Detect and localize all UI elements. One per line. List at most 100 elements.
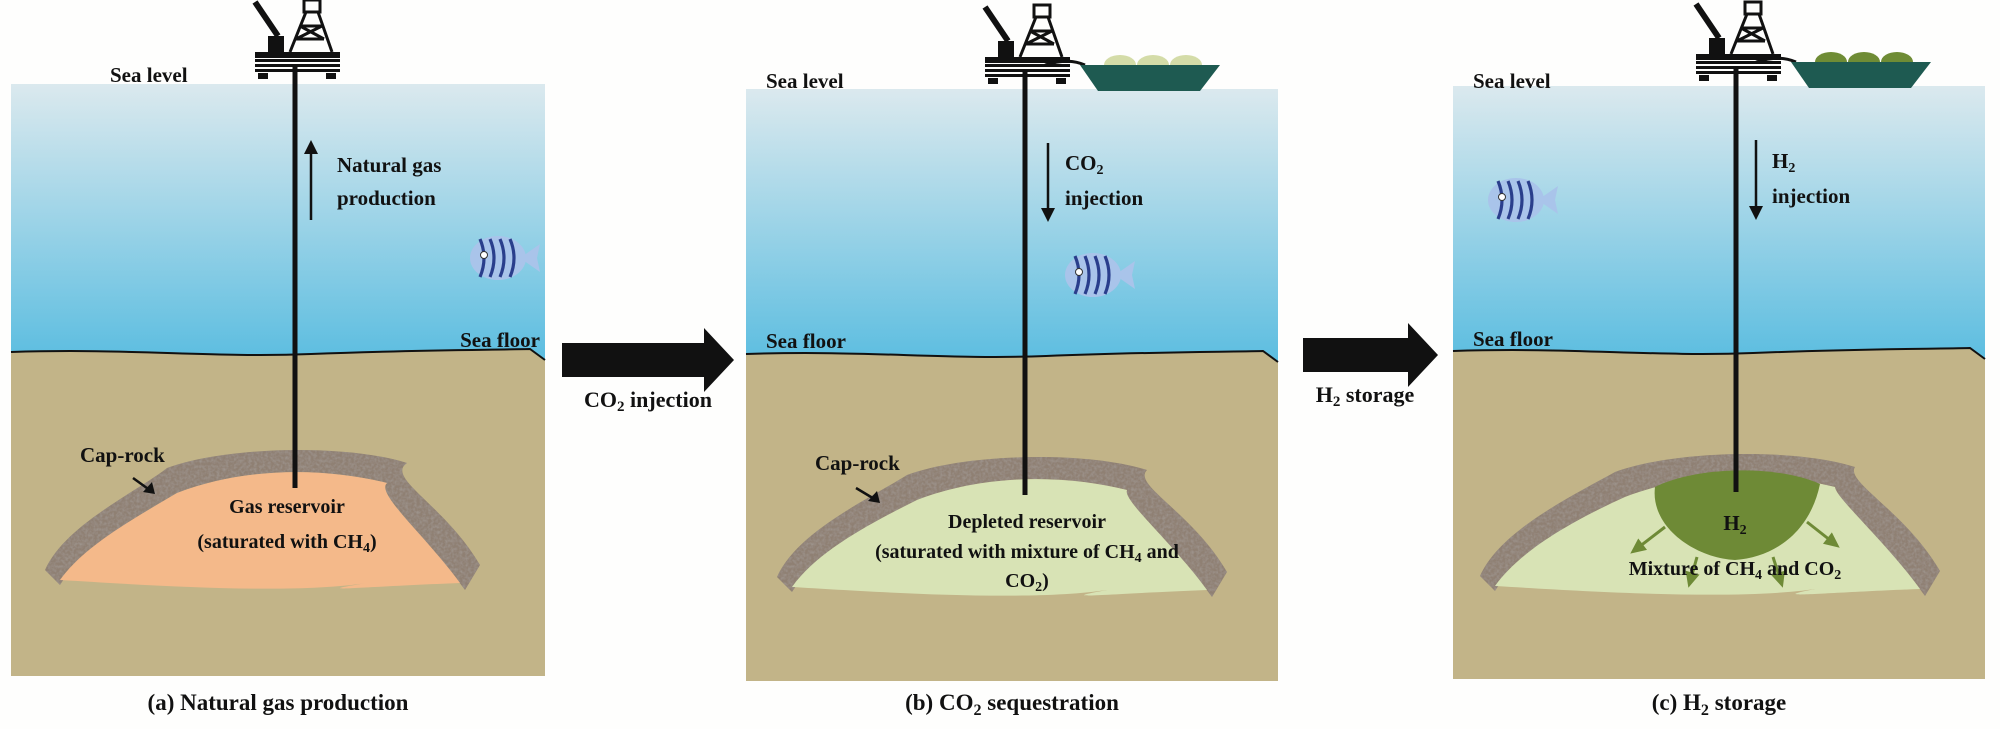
transition-arrow-icon [562, 328, 734, 392]
reservoir-label-line3: CO2) [1005, 570, 1049, 595]
crane-cab [998, 41, 1014, 57]
crane-boom [252, 0, 281, 38]
fish-stripe [1516, 180, 1524, 220]
platform-rail [255, 64, 340, 67]
caption-text-end: sequestration [981, 690, 1119, 715]
platform-leg [326, 73, 336, 79]
reservoir-label-line2: (saturated with mixture of CH4 and [875, 541, 1179, 566]
transition-label: CO2 injection [584, 387, 712, 415]
derrick [1729, 12, 1775, 55]
text-span: Cap-rock [815, 451, 900, 475]
derrick-top [1743, 0, 1763, 16]
crane-cab [268, 36, 284, 52]
text-span: Depleted reservoir [948, 511, 1106, 533]
cap-rock [1480, 454, 1940, 596]
reservoir-label-line1: Depleted reservoir [948, 511, 1106, 533]
fish-body [470, 236, 526, 280]
text-span: injection [1772, 184, 1850, 208]
fish-stripe [1083, 255, 1091, 295]
subscript: 2 [1788, 161, 1795, 176]
fish-icon [1065, 253, 1135, 297]
derrick-top [302, 0, 322, 14]
derrick-top [1032, 3, 1052, 19]
text-span: H [1772, 149, 1788, 173]
h2-label: H2 [1723, 511, 1746, 538]
sea-level-label: Sea level [766, 69, 844, 93]
water [11, 84, 545, 362]
oil-rig-icon [982, 3, 1070, 84]
text-span: and CO [1762, 558, 1834, 580]
water [746, 89, 1278, 364]
platform-rail [985, 69, 1070, 72]
text-span: CO [1065, 151, 1097, 175]
platform-leg [1699, 75, 1709, 81]
fish-icon [1488, 178, 1558, 222]
subscript: 2 [1333, 394, 1341, 410]
fish-body [1488, 178, 1544, 222]
arrow-head-icon [1771, 570, 1785, 588]
subscript: 4 [1755, 568, 1762, 583]
flow-label-line1: Natural gas [337, 153, 441, 177]
text-span: Sea floor [766, 329, 846, 353]
caption-subscript: 2 [973, 701, 982, 719]
panel-b-caption: (b) CO2 sequestration [746, 690, 1278, 719]
transition-2: H2 storage [1303, 323, 1438, 410]
text-span: Sea floor [460, 328, 540, 352]
platform-rail [985, 64, 1070, 67]
sea-floor-line [1452, 346, 1986, 360]
hose-line [1755, 56, 1797, 64]
derrick [1018, 15, 1064, 58]
text-span: injection [625, 387, 712, 412]
transition-arrow-icon [1303, 323, 1438, 387]
sea-level-label: Sea level [110, 63, 188, 87]
platform-rail [1696, 61, 1781, 64]
cap-rock-label: Cap-rock [815, 451, 900, 475]
transition-label: H2 storage [1316, 382, 1415, 410]
platform-rail [1696, 71, 1781, 74]
text-span: CO [1005, 570, 1035, 592]
arrow-head-icon [1823, 532, 1840, 548]
fish-eye [480, 251, 488, 259]
flow-label-line2: injection [1065, 186, 1143, 210]
text-span: ) [1042, 570, 1049, 592]
subscript: 2 [1097, 163, 1104, 178]
text-span: Sea floor [1473, 327, 1553, 351]
caption-text: (c) H [1651, 690, 1701, 715]
fish-tail [1115, 261, 1135, 289]
flow-label-line2: injection [1772, 184, 1850, 208]
caption-text-end: storage [1708, 690, 1787, 715]
text-span: (saturated with CH [197, 531, 363, 553]
arrow-head-icon [1041, 208, 1055, 222]
caption-text: (a) Natural gas production [147, 690, 409, 715]
text-span: Mixture of CH [1629, 558, 1756, 580]
transition-1: CO2 injection [562, 328, 734, 415]
reservoir-label: Mixture of CH4 and CO2 [1629, 558, 1842, 583]
fish-body [1065, 253, 1121, 297]
derrick [288, 10, 334, 53]
reservoir [792, 479, 1207, 596]
ship-icon [1080, 65, 1220, 91]
fish-stripe [1526, 180, 1534, 220]
sea-level-label: Sea level [1473, 69, 1551, 93]
text-span: Natural gas [337, 153, 441, 177]
text-span: Sea level [110, 63, 188, 87]
text-span: (saturated with mixture of CH [875, 541, 1135, 563]
caption-text: (b) CO [905, 690, 974, 715]
flow-label-line2: production [337, 186, 436, 210]
sea-floor-line [10, 347, 546, 361]
sea-floor-line [745, 349, 1279, 363]
text-span: injection [1065, 186, 1143, 210]
text-span: Cap-rock [80, 443, 165, 467]
platform-leg [1056, 78, 1066, 84]
fish-eye [1498, 193, 1506, 201]
text-span: and [1142, 541, 1179, 563]
platform-leg [1767, 75, 1777, 81]
subscript: 2 [1035, 580, 1042, 595]
arrow-head-icon [143, 482, 155, 494]
fish-tail [520, 244, 540, 272]
cap-rock [45, 450, 480, 590]
